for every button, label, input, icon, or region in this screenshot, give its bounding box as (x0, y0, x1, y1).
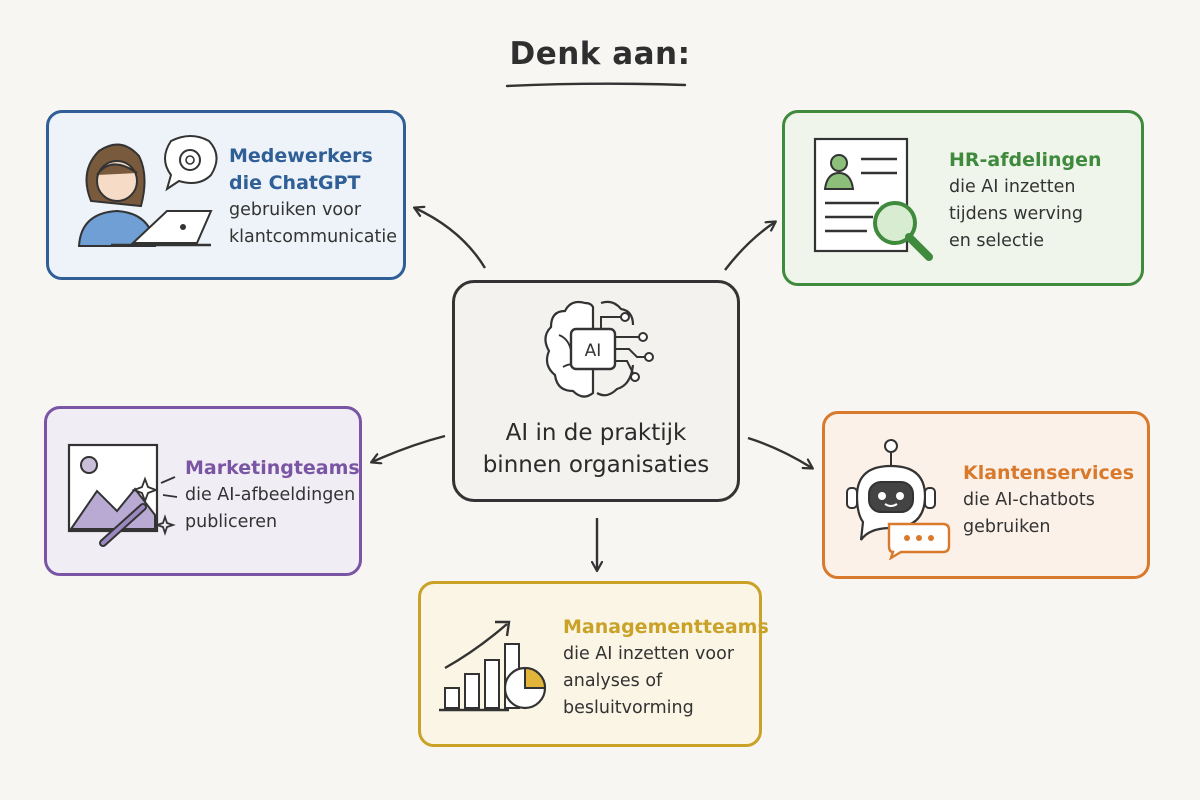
title-underline (505, 82, 687, 88)
hr-line2: die AI inzetten (949, 177, 1076, 197)
card-hr: HR-afdelingen die AI inzetten tijdens we… (782, 110, 1144, 286)
growth-chart-icon (439, 620, 547, 712)
card-marketing: Marketingteams die AI-afbeeldingen publi… (44, 406, 362, 576)
card-employees: Medewerkers die ChatGPT gebruiken voor k… (46, 110, 406, 280)
marketing-line3: publiceren (185, 512, 278, 532)
ai-chip-label: AI (585, 341, 602, 361)
resume-magnifier-icon (813, 137, 933, 261)
card-customer-service: Klantenservices die AI-chatbots gebruike… (822, 411, 1150, 579)
hr-line4: en selectie (949, 231, 1045, 251)
management-line2: die AI inzetten voor (563, 644, 735, 664)
marketing-line2: die AI-afbeeldingen (185, 485, 356, 505)
employees-title-line2: die ChatGPT (229, 172, 361, 194)
center-title-line1: AI in de praktijk (505, 420, 687, 446)
customer-service-line3: gebruiken (963, 517, 1051, 537)
hr-line3: tijdens werving (949, 204, 1083, 224)
robot-chat-icon (846, 439, 951, 560)
customer-service-line2: die AI-chatbots (963, 490, 1095, 510)
arrow-to-hr (724, 222, 775, 271)
management-title: Managementteams (563, 616, 769, 638)
brain-circuit-icon: AI (544, 300, 654, 398)
card-management: Managementteams die AI inzetten voor ana… (418, 581, 769, 747)
management-line3: analyses of (563, 671, 663, 691)
center-topic-card: AI AI in de praktijk binnen organisaties (452, 280, 740, 502)
person-laptop-chat-icon (77, 135, 218, 247)
customer-service-title: Klantenservices (963, 462, 1134, 484)
arrow-to-employees (415, 208, 487, 269)
page-title: Denk aan: (509, 36, 691, 72)
employees-line4: klantcommunicatie (229, 227, 397, 247)
management-line4: besluitvorming (563, 698, 694, 718)
image-magic-wand-icon (67, 443, 178, 547)
arrow-to-marketing (372, 434, 446, 462)
hr-title: HR-afdelingen (949, 149, 1102, 171)
employees-line3: gebruiken voor (229, 200, 362, 220)
center-title-line2: binnen organisaties (482, 452, 710, 478)
center-title: AI in de praktijk binnen organisaties (455, 417, 737, 481)
arrow-to-customer-service (747, 436, 812, 468)
marketing-title: Marketingteams (185, 457, 360, 479)
employees-title-line1: Medewerkers (229, 145, 373, 167)
